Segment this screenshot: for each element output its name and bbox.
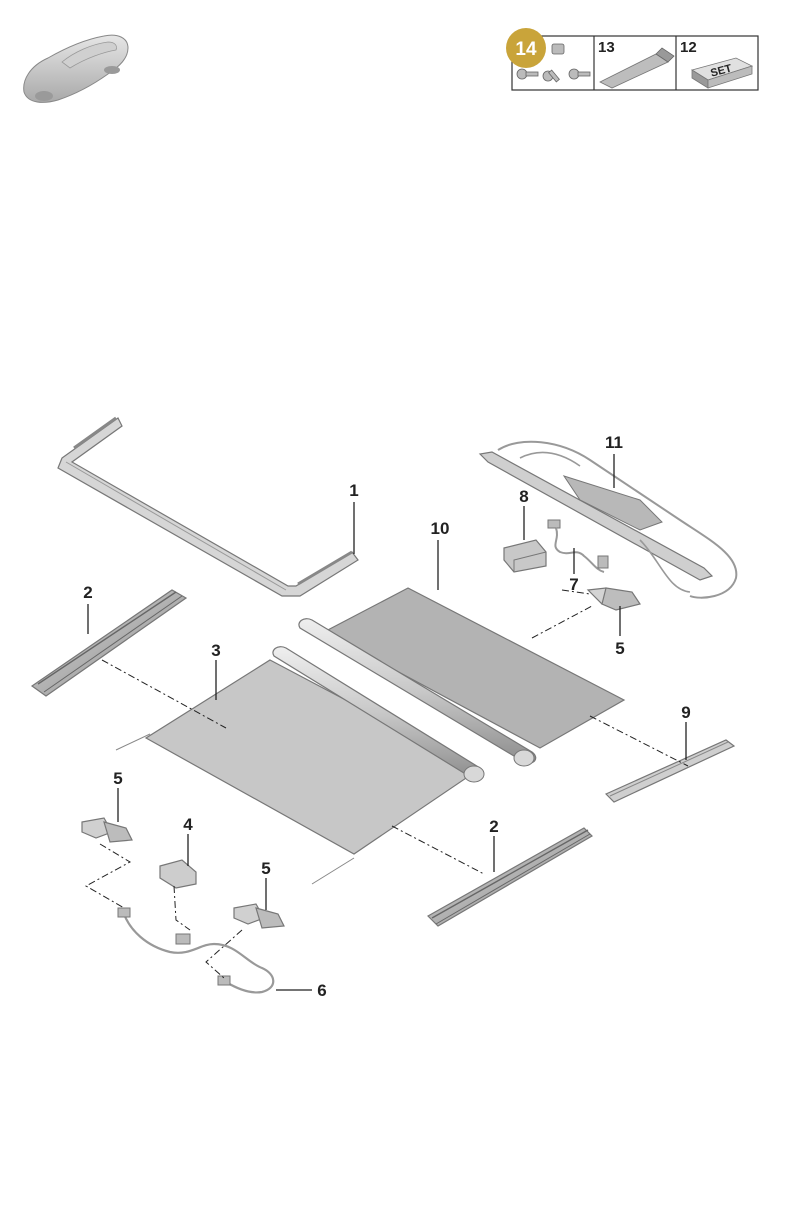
callout-5-lower-left[interactable]: 5 [113, 769, 122, 788]
cable-harness-main-part[interactable] [117, 907, 275, 994]
cable-harness-small-part[interactable] [547, 519, 609, 573]
car-silhouette-icon [23, 34, 129, 103]
guide-rail-left-part[interactable] [30, 589, 188, 697]
roller-blind-front-part[interactable] [115, 646, 485, 885]
leader-lines [87, 454, 687, 991]
control-module-part[interactable] [159, 859, 197, 889]
legend-cell-13[interactable]: 13 [598, 39, 675, 89]
callout-11[interactable]: 11 [605, 433, 623, 452]
set-box-label: SET [709, 62, 733, 79]
callouts: 1 2 3 10 8 7 11 5 9 5 4 5 2 6 [83, 433, 690, 1000]
guide-rail-right-part[interactable] [427, 827, 593, 927]
parts-legend: 14 13 12 SET [506, 28, 759, 91]
callout-2-right[interactable]: 2 [489, 817, 498, 836]
callout-5-upper[interactable]: 5 [615, 639, 624, 658]
legend-cell-14[interactable]: 14 [506, 28, 591, 83]
control-unit-part[interactable] [503, 539, 547, 573]
grease-tube-icon [599, 47, 675, 89]
roof-frame-part[interactable] [57, 416, 359, 597]
drive-motor-part-lower-mid[interactable] [233, 903, 285, 929]
callout-8[interactable]: 8 [519, 487, 528, 506]
callout-3[interactable]: 3 [211, 641, 220, 660]
callout-5-lower-mid[interactable]: 5 [261, 859, 270, 878]
callout-4[interactable]: 4 [183, 815, 193, 834]
highlight-badge [506, 28, 546, 68]
front-frame-cable-part[interactable] [478, 440, 738, 599]
drive-motor-part-upper[interactable] [586, 587, 641, 611]
callout-9[interactable]: 9 [681, 703, 690, 722]
set-box-icon: SET [691, 57, 754, 89]
callout-6[interactable]: 6 [317, 981, 326, 1000]
callout-7[interactable]: 7 [569, 575, 578, 594]
assembly-lines [84, 589, 689, 979]
drive-motor-part-lower-left[interactable] [81, 817, 133, 843]
legend-cell-12[interactable]: 12 SET [680, 39, 754, 89]
legend-number-12: 12 [680, 39, 697, 56]
roller-blind-rear-part[interactable] [298, 587, 626, 767]
legend-number-14: 14 [515, 39, 537, 60]
legend-number-13: 13 [598, 39, 615, 56]
callout-10[interactable]: 10 [431, 519, 450, 538]
callout-2-left[interactable]: 2 [83, 583, 92, 602]
cross-member-part[interactable] [604, 739, 736, 803]
screws-and-clip-icon [516, 43, 591, 83]
callout-1[interactable]: 1 [349, 481, 358, 500]
